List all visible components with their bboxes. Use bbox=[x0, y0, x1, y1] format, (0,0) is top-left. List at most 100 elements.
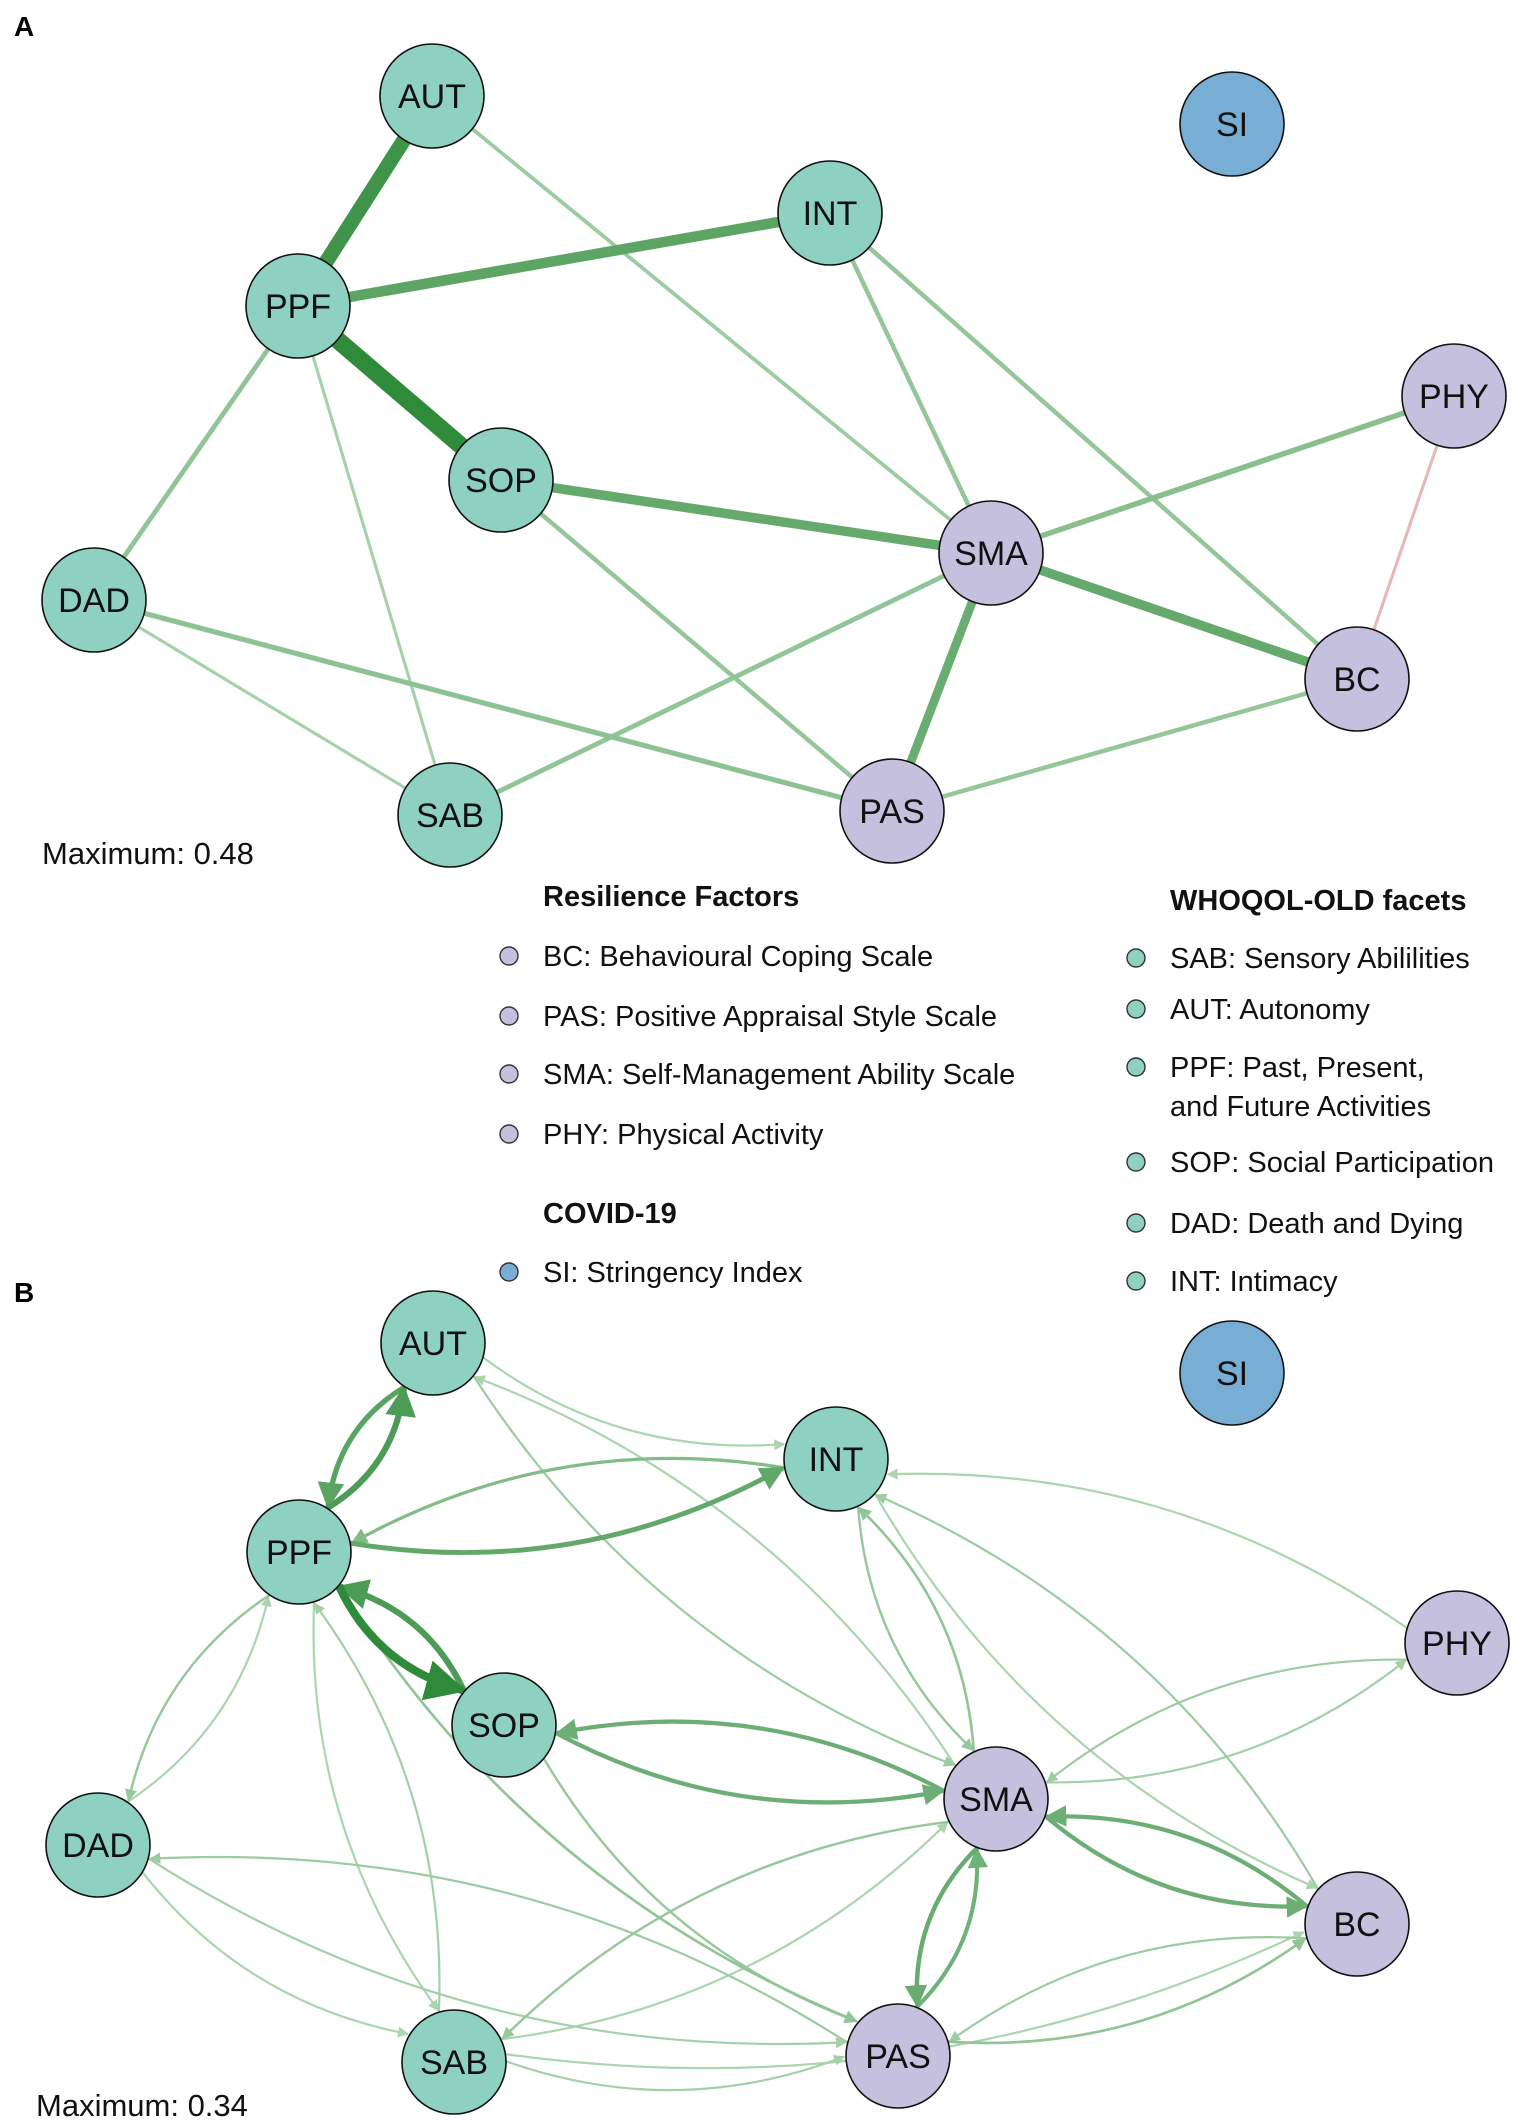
panel-a-edge-dad-pas bbox=[93, 597, 893, 814]
panel-b-node-pas: PAS bbox=[845, 2003, 951, 2109]
legend-facet-marker bbox=[1126, 1213, 1146, 1233]
panel-b-node-circle-sma bbox=[943, 1746, 1049, 1852]
panel-b-edge-dad-pas bbox=[147, 1857, 847, 2049]
panel-a-node-circle-sab bbox=[397, 762, 503, 868]
panel-b-node-dad: DAD bbox=[45, 1792, 151, 1898]
panel-b-edge-dad-sab bbox=[141, 1871, 409, 2038]
panel-b-node-circle-dad bbox=[45, 1792, 151, 1898]
panel-b-node-label-sab: SAB bbox=[420, 2044, 488, 2082]
panel-b-node-label-phy: PHY bbox=[1422, 1625, 1492, 1663]
panel-a-node-circle-int bbox=[777, 160, 883, 266]
panel-a-node-label-aut: AUT bbox=[398, 78, 466, 116]
panel-a-edge-aut-sma bbox=[430, 94, 993, 555]
legend-covid-item: SI: Stringency Index bbox=[499, 1257, 803, 1289]
panel-a-node-aut: AUT bbox=[379, 43, 485, 149]
legend-resilience-text: BC: Behavioural Coping Scale bbox=[543, 941, 933, 973]
panel-b-edge-sop-sma bbox=[554, 1730, 945, 1806]
legend-resilience-marker bbox=[499, 946, 519, 966]
panel-a-edge-int-sma bbox=[827, 212, 994, 554]
panel-b-edge-phy-int bbox=[886, 1468, 1408, 1630]
legend-resilience-marker bbox=[499, 1124, 519, 1144]
panel-b-node-bc: BC bbox=[1304, 1871, 1410, 1977]
panel-a-node-sab: SAB bbox=[397, 762, 503, 868]
panel-b-edge-pas-dad bbox=[149, 1852, 849, 2044]
panel-a-node-sop: SOP bbox=[448, 427, 554, 533]
legend-facet-text: PPF: Past, Present, bbox=[1170, 1052, 1425, 1084]
legend-covid-marker bbox=[499, 1262, 519, 1282]
panel-a-edge-sop-sma bbox=[500, 475, 992, 558]
panel-b-node-label-pas: PAS bbox=[865, 2038, 931, 2076]
panel-b-edge-bc-int bbox=[875, 1493, 1320, 1890]
legend-facet-marker bbox=[1126, 1057, 1146, 1077]
panel-b-edge-phy-sma bbox=[1046, 1658, 1408, 1783]
legend-resilience-text: PAS: Positive Appraisal Style Scale bbox=[543, 1001, 997, 1033]
panel-b-node-label-ppf: PPF bbox=[266, 1534, 332, 1572]
legend-resilience-marker bbox=[499, 1064, 519, 1084]
legend-facet-item: AUT: Autonomy bbox=[1126, 994, 1370, 1026]
legend-facet-marker bbox=[1126, 1271, 1146, 1291]
legend-facet-text: AUT: Autonomy bbox=[1170, 994, 1370, 1026]
panel-a-node-int: INT bbox=[777, 160, 883, 266]
panel-b-letter: B bbox=[14, 1277, 34, 1308]
panel-b-node-circle-aut bbox=[380, 1290, 486, 1396]
panel-a-edge-sma-phy bbox=[990, 393, 1455, 556]
panel-a-node-bc: BC bbox=[1304, 626, 1410, 732]
panel-b-edge-int-sma bbox=[856, 1505, 974, 1752]
panel-b-edge-ppf-sop bbox=[335, 1583, 467, 1701]
panel-b-edge-sma-aut bbox=[473, 1375, 957, 1767]
panel-b-edge-ppf-int bbox=[349, 1466, 785, 1555]
panel-a-node-label-bc: BC bbox=[1333, 661, 1380, 699]
panel-b-edge-sab-pas bbox=[505, 2055, 846, 2092]
panel-a-node-circle-phy bbox=[1401, 343, 1507, 449]
panel-a-node-circle-bc bbox=[1304, 626, 1410, 732]
panel-b-node-circle-pas bbox=[845, 2003, 951, 2109]
legend-resilience-item: PHY: Physical Activity bbox=[499, 1119, 824, 1151]
legend-resilience-heading: Resilience Factors bbox=[543, 881, 799, 913]
panel-b-edge-sab-ppf bbox=[313, 1602, 441, 2013]
panel-a-edge-sab-sma bbox=[448, 550, 993, 818]
panel-b-node-si: SI bbox=[1179, 1320, 1285, 1426]
panel-b-edge-pas-bc bbox=[947, 1937, 1307, 2045]
panel-b-node-sab: SAB bbox=[401, 2009, 507, 2115]
panel-a-edge-dad-sab bbox=[93, 598, 451, 817]
panel-a-node-circle-sma bbox=[938, 500, 1044, 606]
legend-facet-text: and Future Activities bbox=[1170, 1091, 1431, 1123]
legend-facet-text: SOP: Social Participation bbox=[1170, 1147, 1494, 1179]
panel-b-node-circle-si bbox=[1179, 1320, 1285, 1426]
panel-b-node-phy: PHY bbox=[1404, 1590, 1510, 1696]
panel-b-edge-ppf-pas bbox=[337, 1584, 858, 2023]
panel-a-node-circle-pas bbox=[839, 758, 945, 864]
panel-a-node-label-si: SI bbox=[1216, 106, 1248, 144]
panel-b-node-int: INT bbox=[783, 1406, 889, 1512]
panel-a-node-circle-si bbox=[1179, 71, 1285, 177]
legend-resilience-text: PHY: Physical Activity bbox=[543, 1119, 824, 1151]
legend-covid-heading: COVID-19 bbox=[543, 1198, 677, 1230]
legend-resilience-item: SMA: Self-Management Ability Scale bbox=[499, 1059, 1015, 1091]
panel-a-node-ppf: PPF bbox=[245, 253, 351, 359]
panel-a-maximum-label: Maximum: 0.48 bbox=[42, 836, 254, 871]
panel-b-node-label-aut: AUT bbox=[399, 1325, 467, 1363]
panel-b-edge-aut-ppf bbox=[317, 1384, 407, 1510]
panel-b-edge-aut-int bbox=[482, 1356, 786, 1451]
panel-b-edge-bc-sma bbox=[1044, 1805, 1310, 1909]
panel-b-edge-pas-sma bbox=[915, 1847, 989, 2009]
panel-a-edge-ppf-sab bbox=[296, 305, 452, 816]
panel-a-node-label-pas: PAS bbox=[859, 793, 925, 831]
panel-a-node-label-ppf: PPF bbox=[265, 288, 331, 326]
panel-b-node-ppf: PPF bbox=[246, 1499, 352, 1605]
panel-a-node-label-phy: PHY bbox=[1419, 378, 1489, 416]
panel-a-node-circle-dad bbox=[41, 547, 147, 653]
panel-b-node-label-int: INT bbox=[809, 1441, 864, 1479]
legend-facets-heading: WHOQOL-OLD facets bbox=[1170, 885, 1466, 917]
panel-b-edge-int-ppf bbox=[350, 1456, 786, 1545]
panel-a-letter: A bbox=[14, 11, 34, 42]
panel-a-node-pas: PAS bbox=[839, 758, 945, 864]
panel-b-edge-sma-phy bbox=[1045, 1659, 1407, 1784]
legend-facet-marker bbox=[1126, 999, 1146, 1019]
panel-a-node-label-sop: SOP bbox=[465, 462, 537, 500]
panel-b-node-circle-sop bbox=[451, 1672, 557, 1778]
panel-b-edges bbox=[125, 1356, 1408, 2092]
